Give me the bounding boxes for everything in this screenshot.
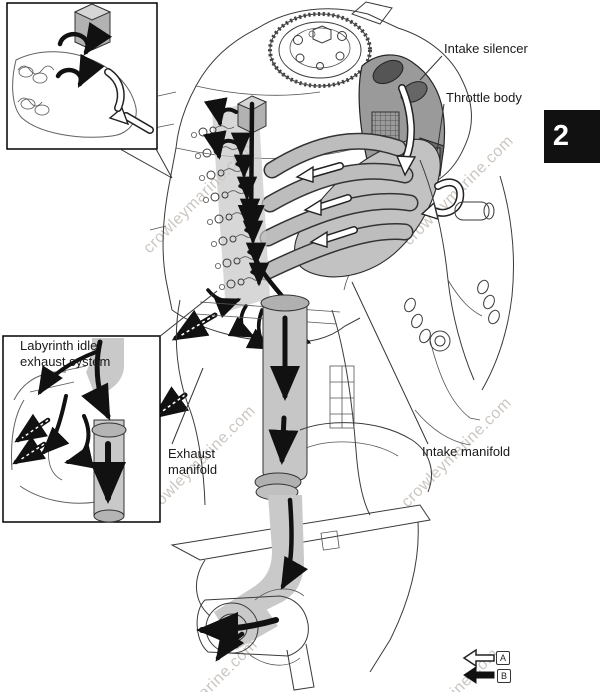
legend-letter-a: A bbox=[496, 651, 510, 665]
inset-top-left bbox=[6, 2, 173, 179]
tilt-tube bbox=[454, 201, 495, 221]
exhaust-manifold-label: Exhaust manifold bbox=[168, 446, 218, 477]
idle-exhaust-outlet-arrows bbox=[151, 309, 218, 419]
chapter-tab: 2 bbox=[544, 110, 600, 163]
labyrinth-idle-exhaust-label: Labyrinth idle exhaust system bbox=[20, 338, 111, 369]
leader-lines bbox=[171, 55, 445, 445]
exhaust-tube bbox=[254, 294, 310, 501]
flywheel bbox=[268, 12, 372, 88]
legend-arrow-outline bbox=[462, 648, 495, 668]
intake-flow-arrows bbox=[295, 84, 465, 248]
legend-arrows bbox=[462, 648, 495, 684]
intake-manifold-label: Intake manifold bbox=[422, 444, 511, 459]
stern-bracket bbox=[404, 159, 514, 446]
throttle-body-label: Throttle body bbox=[446, 90, 522, 105]
inset-bottom-left bbox=[2, 290, 218, 523]
midsection bbox=[175, 294, 371, 516]
chapter-number: 2 bbox=[552, 120, 570, 152]
legend-letter-b: B bbox=[497, 669, 511, 683]
lower-unit bbox=[170, 422, 432, 691]
legend-arrow-solid bbox=[463, 666, 495, 684]
valve-spring-bank bbox=[190, 100, 270, 312]
oil-passage-cube bbox=[202, 95, 268, 160]
intake-silencer-label: Intake silencer bbox=[444, 41, 528, 56]
